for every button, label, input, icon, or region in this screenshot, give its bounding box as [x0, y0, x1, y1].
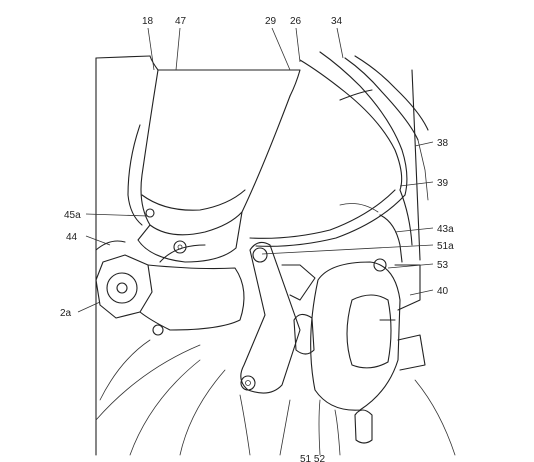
label-40: 40: [437, 286, 449, 297]
label-26: 26: [290, 16, 302, 27]
reference-labels: 18 47 29 26 34 38 39 45a 43a 44 51a 53 4…: [60, 16, 454, 462]
label-51a: 51a: [437, 241, 454, 252]
label-38: 38: [437, 138, 449, 149]
label-2a: 2a: [60, 308, 72, 319]
leader-lines: [77, 27, 434, 313]
label-18: 18: [142, 16, 154, 27]
label-34: 34: [331, 16, 343, 27]
label-51-52: 51 52: [300, 454, 325, 462]
label-29: 29: [265, 16, 277, 27]
head-pipe-body: [127, 55, 301, 263]
caliper-arm: [240, 241, 316, 394]
label-45a: 45a: [64, 210, 81, 221]
label-53: 53: [437, 260, 449, 271]
brake-caliper: [293, 258, 426, 444]
fork-leg: [339, 189, 413, 263]
label-43a: 43a: [437, 224, 454, 235]
wheel-lines: [95, 139, 456, 456]
panel-frame: [95, 55, 421, 456]
label-44: 44: [66, 232, 78, 243]
label-47: 47: [175, 16, 187, 27]
label-39: 39: [437, 178, 449, 189]
cable-bundle: [249, 51, 429, 247]
axle-nut: [95, 240, 245, 336]
